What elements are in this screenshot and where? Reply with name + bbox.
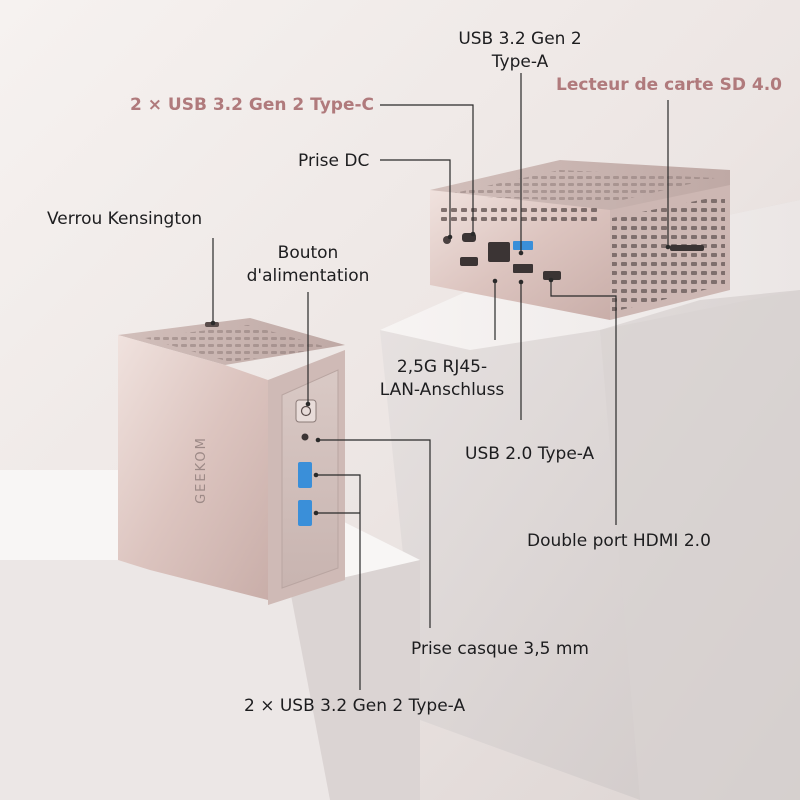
label-usb-typea-dual-front: 2 × USB 3.2 Gen 2 Type-A [244, 696, 466, 716]
label-lan-port: 2,5G RJ45- LAN-Anschluss [379, 357, 505, 400]
label-headphone-jack: Prise casque 3,5 mm [411, 639, 589, 659]
label-usb-32-gen2-typea-top: USB 3.2 Gen 2 Type-A [458, 29, 582, 72]
label-power-button: Bouton d'alimentation [246, 243, 370, 286]
mini-pc-front-unit: GEEKOM [118, 318, 345, 605]
label-kensington-lock: Verrou Kensington [47, 209, 203, 229]
brand-logo: GEEKOM [194, 436, 209, 504]
label-dc-jack: Prise DC [298, 151, 370, 171]
label-usb-c-dual: 2 × USB 3.2 Gen 2 Type-C [130, 95, 375, 115]
label-usb-20-typea: USB 2.0 Type-A [465, 444, 595, 464]
label-dual-hdmi: Double port HDMI 2.0 [527, 531, 711, 551]
callout-lines [210, 73, 671, 690]
label-sd-card-reader: Lecteur de carte SD 4.0 [556, 75, 783, 95]
